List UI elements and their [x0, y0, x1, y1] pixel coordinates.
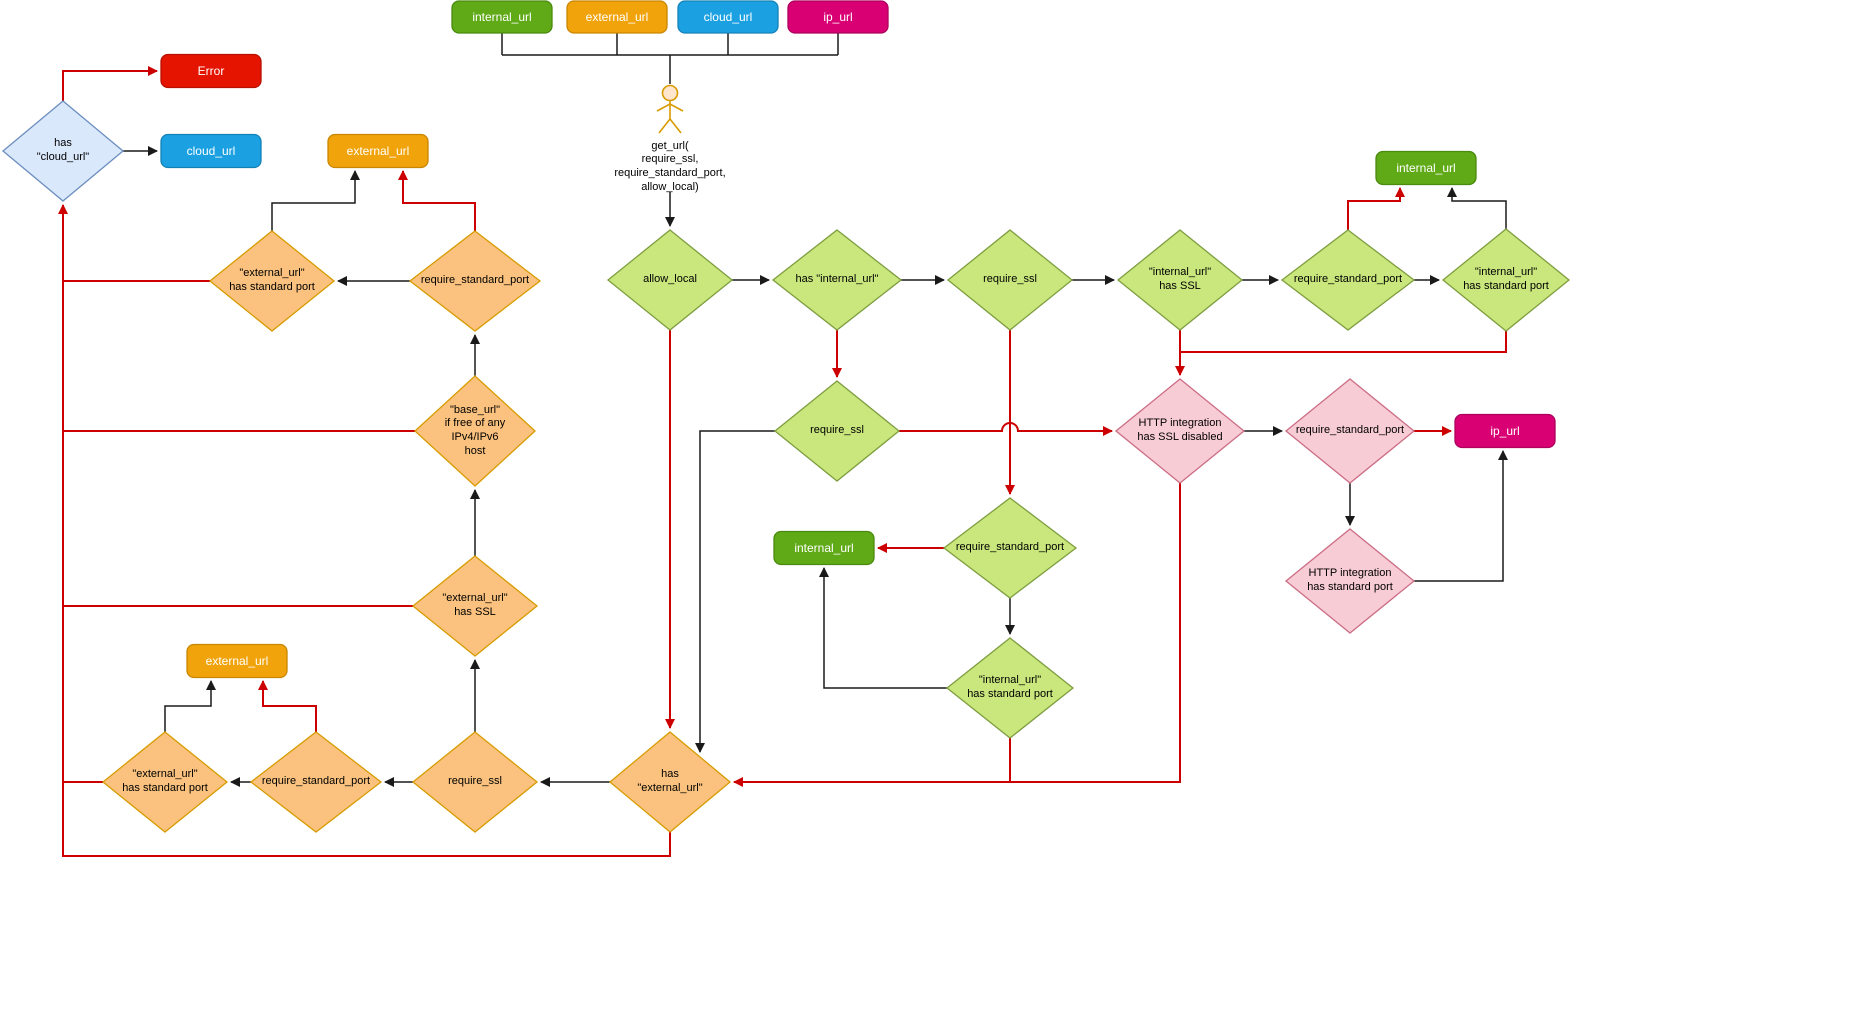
node-internal-url-box-mid	[773, 530, 875, 566]
node-internal-url-box-topright	[1375, 150, 1477, 186]
edge-internal-has-std-port-mid-to-internal-url-mid	[819, 567, 947, 689]
node-ext-has-std-port-bottom	[101, 731, 229, 833]
edge-require-ssl-mid-false-to-has-external	[695, 430, 775, 753]
edge-layer	[58, 33, 1508, 857]
node-top-ip-url-box	[787, 0, 889, 34]
node-require-std-port-green-top	[1280, 229, 1416, 331]
node-error-box	[160, 53, 262, 89]
node-require-std-port-green-mid	[942, 497, 1078, 599]
edge-internal-has-std-port-to-internal-url	[1447, 187, 1507, 229]
node-ext-has-std-port-top	[208, 230, 336, 332]
node-external-url-box-top	[327, 133, 429, 169]
node-cloud-url-box	[160, 133, 262, 169]
edge-http-ssl-disabled-false-to-has-external	[733, 483, 1181, 787]
node-http-std-port	[1284, 528, 1416, 634]
edge-ext-has-std-port-top-to-external-url	[271, 170, 360, 231]
node-ext-has-ssl	[411, 555, 539, 657]
node-internal-has-std-port-right	[1441, 228, 1571, 332]
edge-has-external-false-to-has-cloud	[58, 204, 671, 857]
node-ip-url-box	[1454, 413, 1556, 449]
node-has-external-url	[608, 731, 732, 833]
node-internal-has-ssl	[1116, 229, 1244, 331]
edge-http-std-port-to-ip-url	[1414, 450, 1508, 582]
node-top-internal-url-box	[451, 0, 553, 34]
actor-icon	[656, 84, 684, 134]
node-require-std-port-pink	[1284, 378, 1416, 484]
node-require-ssl-green-top	[946, 229, 1074, 331]
edge-internal-has-std-port-false-merge	[1180, 331, 1507, 353]
edge-require-std-port-bottom-true-to-external-url	[258, 680, 317, 732]
node-internal-has-std-port-mid	[945, 637, 1075, 739]
node-has-internal-url	[771, 229, 903, 331]
node-require-ssl-green-mid	[773, 380, 901, 482]
node-layer	[1, 0, 1571, 833]
node-allow-local	[606, 229, 734, 331]
node-require-std-port-orange-top	[408, 230, 542, 332]
node-base-url-free	[414, 375, 536, 487]
node-require-std-port-orange-bottom	[249, 731, 383, 833]
edge-has-cloud-false-to-error	[62, 66, 158, 101]
node-require-ssl-orange	[411, 731, 539, 833]
node-has-cloud-url	[1, 100, 125, 202]
edge-require-std-port-true-to-internal-url	[1347, 187, 1405, 230]
node-top-external-url-box	[566, 0, 668, 34]
edge-ext-has-std-port-bottom-to-external-url	[164, 680, 216, 732]
edge-require-std-port-top-true-to-external-url	[398, 170, 476, 231]
edge-require-ssl-mid-to-http-ssl-disabled	[899, 422, 1113, 436]
node-http-ssl-disabled	[1114, 378, 1246, 484]
node-top-cloud-url-box	[677, 0, 779, 34]
node-external-url-box-bottom	[186, 643, 288, 679]
